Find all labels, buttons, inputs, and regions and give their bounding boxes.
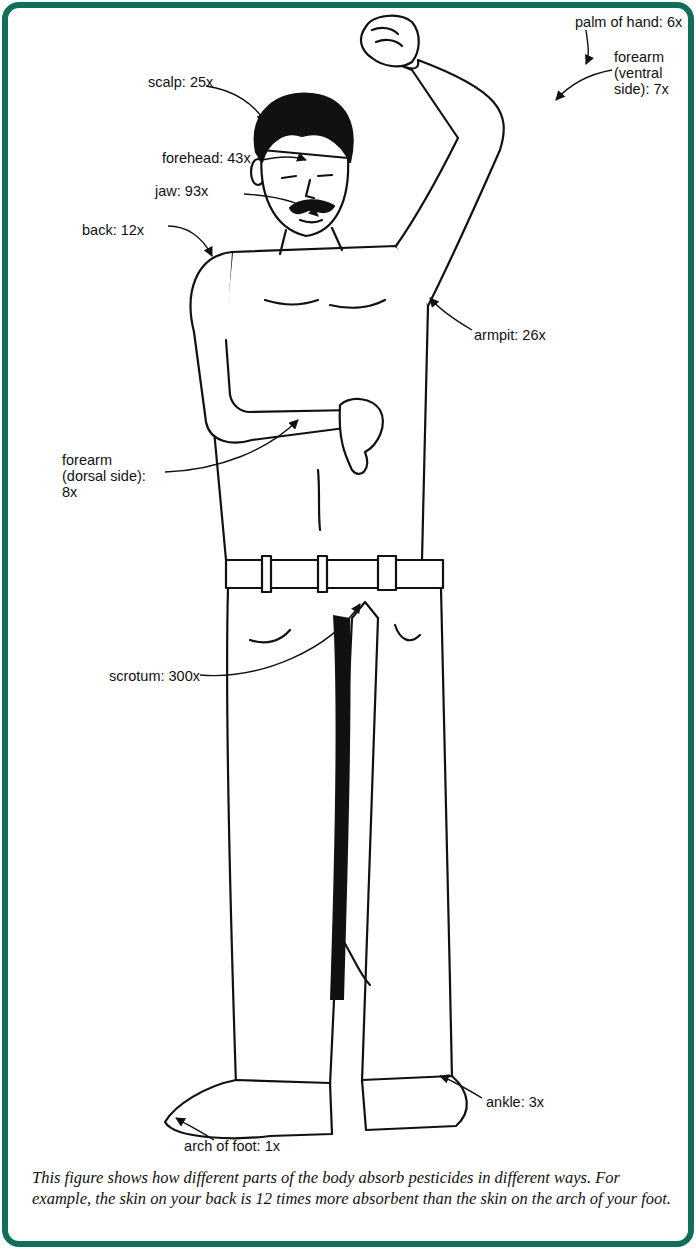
hand-with-cloth: [340, 399, 383, 474]
body-part-label: forearm (dorsal side): 8x: [62, 452, 152, 501]
belly-line: [318, 470, 320, 530]
leader-arrow: [168, 226, 212, 256]
man-figure: [165, 16, 504, 1138]
left-shoe: [165, 1080, 332, 1138]
belt-loop: [318, 556, 327, 592]
leader-arrow: [262, 157, 306, 160]
left-arm: [191, 252, 357, 443]
belt-buckle: [378, 556, 396, 590]
leader-arrow: [586, 30, 588, 64]
leader-arrow: [440, 1076, 482, 1098]
nose: [306, 180, 314, 198]
body-part-label: forearm (ventral side): 7x: [614, 49, 694, 98]
body-part-label: back: 12x: [82, 222, 182, 238]
body-part-label: jaw: 93x: [155, 183, 255, 199]
belt-loop: [262, 556, 271, 592]
leader-arrows: [165, 30, 612, 1140]
leader-arrow: [165, 420, 298, 472]
leader-arrow: [244, 194, 318, 216]
pants: [227, 588, 452, 1085]
belt: [226, 560, 443, 588]
hair: [255, 93, 353, 162]
body-part-label: scrotum: 300x: [70, 668, 200, 684]
body-part-label: ankle: 3x: [486, 1094, 576, 1110]
pocket-line: [395, 625, 420, 640]
chest-line: [330, 300, 385, 308]
leader-arrow: [556, 70, 612, 100]
frame-border: [5, 5, 691, 1244]
body-part-label: armpit: 26x: [474, 327, 584, 343]
torso: [214, 246, 428, 560]
body-part-label: scalp: 25x: [148, 74, 268, 90]
body-part-label: forehead: 43x: [162, 150, 282, 166]
leader-arrow: [200, 604, 360, 676]
leader-arrow: [176, 1118, 214, 1140]
mouth: [300, 220, 322, 222]
pants-fold: [340, 935, 370, 985]
face: [261, 150, 348, 236]
fist: [361, 16, 419, 67]
pocket-line: [250, 630, 290, 642]
leader-arrow: [206, 86, 265, 122]
eyes: [282, 175, 332, 178]
body-part-label: palm of hand: 6x: [575, 14, 690, 30]
figure-caption: This figure shows how different parts of…: [32, 1168, 672, 1209]
unused: [408, 32, 588, 58]
pants-shadow: [330, 615, 351, 1000]
body-part-label: arch of foot: 1x: [150, 1138, 280, 1154]
finger-lines: [372, 28, 402, 46]
right-shoe: [362, 1076, 467, 1130]
chest-line: [265, 300, 318, 305]
raised-arm: [392, 60, 504, 306]
leader-arrow: [430, 298, 472, 330]
